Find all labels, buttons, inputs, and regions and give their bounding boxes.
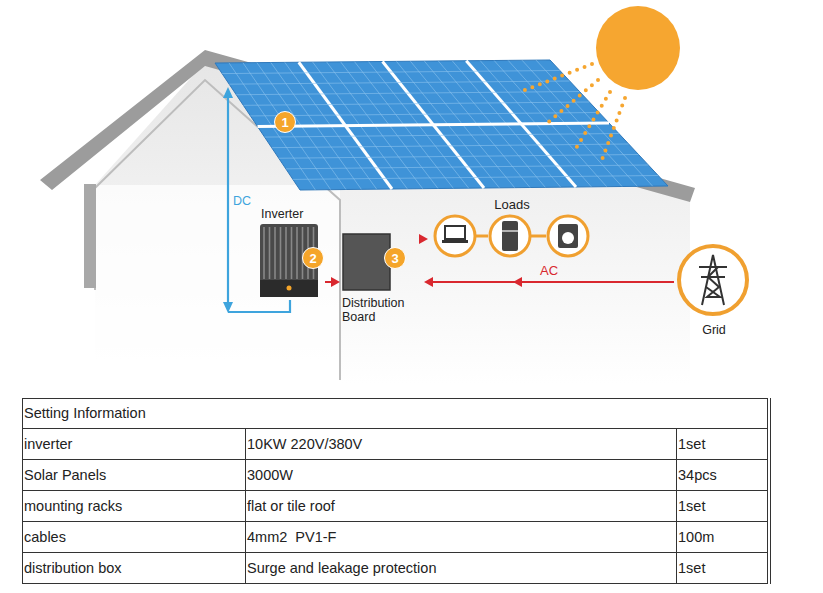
callout-text: 2 <box>309 251 316 266</box>
inverter-node: Inverter 2 <box>255 207 325 302</box>
inverter-fin <box>263 227 265 279</box>
panel-line <box>222 71 560 74</box>
load-circle <box>435 216 475 256</box>
dc-arrowhead <box>223 302 233 313</box>
ac-connector <box>325 277 340 287</box>
line-shape <box>699 266 727 268</box>
edge-label: AC <box>540 263 558 278</box>
panel-line <box>265 134 619 138</box>
wire-label: DC <box>233 194 251 208</box>
table-cell: 3000W <box>247 467 293 483</box>
table-cell: cables <box>24 529 66 545</box>
node-label: Grid <box>674 323 754 337</box>
rect-shape <box>343 234 390 290</box>
inverter-fin <box>274 227 276 279</box>
callout-number: 1 <box>274 111 296 133</box>
sun <box>596 6 680 90</box>
arrowhead <box>424 277 433 287</box>
sun-rays <box>520 64 625 165</box>
solar-panel-array <box>215 60 668 190</box>
board-symbol <box>340 233 424 291</box>
panel-line <box>286 165 648 169</box>
pylon-symbol <box>699 255 727 305</box>
polyline-shape <box>706 267 720 297</box>
panel-line <box>243 102 589 105</box>
grid-node: Grid <box>674 243 754 341</box>
circle-shape <box>562 232 574 244</box>
polyline-shape <box>702 255 724 305</box>
fridge-icon <box>502 221 518 251</box>
dc-arrowhead <box>223 87 233 98</box>
table-cell: Solar Panels <box>24 467 106 483</box>
line-shape <box>502 230 518 231</box>
connector-line <box>432 281 674 283</box>
table-cell: 4mm2 PV1-F <box>247 529 336 545</box>
node-label: Loads <box>428 197 596 212</box>
callout-number: 2 <box>302 247 324 269</box>
panel-line <box>236 92 579 95</box>
table-cell: mounting racks <box>24 498 122 514</box>
load-circle <box>490 216 530 256</box>
callout-text: 1 <box>281 115 288 130</box>
rect-shape <box>442 240 468 243</box>
panel-line <box>258 123 610 127</box>
inverter-fin <box>280 227 282 279</box>
table-grid <box>22 398 771 584</box>
loads-node: Loads <box>428 197 596 263</box>
table-cell: distribution box <box>24 560 122 576</box>
panel-line <box>229 81 570 84</box>
table-cell: 1set <box>678 560 705 576</box>
panel-cell-lines <box>222 60 658 190</box>
inverter-base <box>260 280 318 297</box>
node-label: Inverter <box>261 207 303 221</box>
load-icons <box>428 214 596 262</box>
panel-line <box>250 113 599 116</box>
panel-line <box>279 155 639 159</box>
house-wall <box>95 62 690 385</box>
table-cell: 10KW 220V/380V <box>247 436 362 452</box>
laptop-icon <box>445 226 465 239</box>
status-led <box>287 286 292 291</box>
load-circle <box>548 216 588 256</box>
line-shape <box>531 235 546 238</box>
board-node: Distribution Board 3 <box>340 233 424 326</box>
inverter-fin <box>285 227 287 279</box>
panel-line <box>293 176 658 180</box>
arrowhead <box>513 277 522 287</box>
table-cell: 1set <box>678 436 705 452</box>
arrowhead <box>419 234 428 244</box>
porch-post <box>84 184 96 288</box>
ac-connector <box>419 234 428 244</box>
washer-icon <box>558 224 578 248</box>
table-cell: flat or tile roof <box>247 498 335 514</box>
callout-number: 3 <box>384 247 406 269</box>
node-label: Distribution Board <box>342 296 424 324</box>
inverter-fin <box>291 227 293 279</box>
inverter-fin <box>296 227 298 279</box>
line-shape <box>476 235 488 238</box>
table-cell: inverter <box>24 436 72 452</box>
table-cell: Surge and leakage protection <box>247 560 436 576</box>
grid-icon <box>674 243 754 321</box>
arrowhead <box>331 277 340 287</box>
callout-text: 3 <box>391 251 398 266</box>
inverter-fin <box>269 227 271 279</box>
ac-connector <box>424 277 674 287</box>
table-cell: 100m <box>678 529 714 545</box>
connector-line <box>325 281 332 283</box>
line-shape <box>701 276 725 278</box>
table-cell: 34pcs <box>678 467 717 483</box>
table-header: Setting Information <box>24 405 146 421</box>
circle-shape <box>679 246 747 314</box>
roof <box>40 50 695 202</box>
table-cell: 1set <box>678 498 705 514</box>
